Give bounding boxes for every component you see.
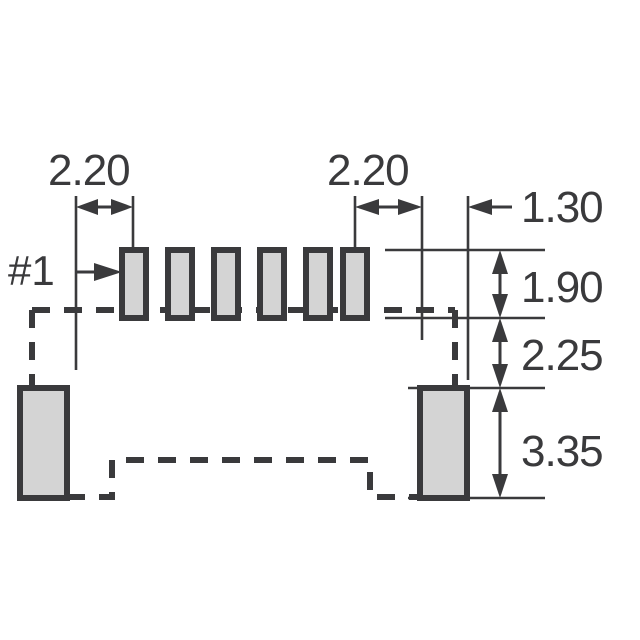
dimension-label-pitch-right: 2.20 xyxy=(327,146,409,195)
arrow-head-right-a xyxy=(355,199,379,215)
arrow-head-pad-height-bottom xyxy=(492,294,508,318)
dimension-edge-offset xyxy=(468,199,512,215)
arrow-head-pad-height-top xyxy=(492,250,508,274)
arrow-head-gap-bottom xyxy=(492,364,508,388)
outline-bottom-step xyxy=(67,457,420,500)
dimension-pad-height xyxy=(492,250,508,318)
mounting-pads xyxy=(17,385,470,501)
dimension-label-gap: 2.25 xyxy=(521,331,603,380)
arrow-head-edge-offset xyxy=(468,199,492,215)
extension-lines xyxy=(74,196,545,500)
dimension-label-mount-pad: 3.35 xyxy=(521,427,603,476)
arrow-head-gap-top xyxy=(492,318,508,342)
signal-pad-3 xyxy=(211,247,241,321)
mounting-pad-right xyxy=(417,385,470,501)
arrow-head-mount-pad-top xyxy=(492,388,508,412)
dimension-pitch-left xyxy=(76,199,133,215)
dimension-label-pad-height: 1.90 xyxy=(521,263,603,312)
arrow-head-mount-pad-bottom xyxy=(492,474,508,498)
dimension-mount-pad xyxy=(492,388,508,498)
pin1-leader xyxy=(76,263,122,281)
signal-pad-4 xyxy=(257,247,287,321)
mounting-pad-left xyxy=(17,385,70,501)
dimension-label-edge-offset: 1.30 xyxy=(521,183,603,232)
signal-pad-2 xyxy=(165,247,195,321)
signal-pad-5 xyxy=(303,247,333,321)
component-outline-dashed xyxy=(29,307,458,500)
dimension-label-pitch-left: 2.20 xyxy=(48,146,130,195)
signal-pad-1 xyxy=(119,247,149,321)
dimension-gap xyxy=(492,318,508,388)
arrow-head-left-a xyxy=(76,199,98,215)
arrow-head-left-b xyxy=(111,199,133,215)
signal-pad-row xyxy=(119,247,370,321)
dimension-pitch-right xyxy=(355,199,422,215)
pin1-arrow-head xyxy=(94,263,122,281)
pin1-label: #1 xyxy=(8,247,55,294)
signal-pad-6 xyxy=(340,247,370,321)
arrow-head-right-b xyxy=(398,199,422,215)
